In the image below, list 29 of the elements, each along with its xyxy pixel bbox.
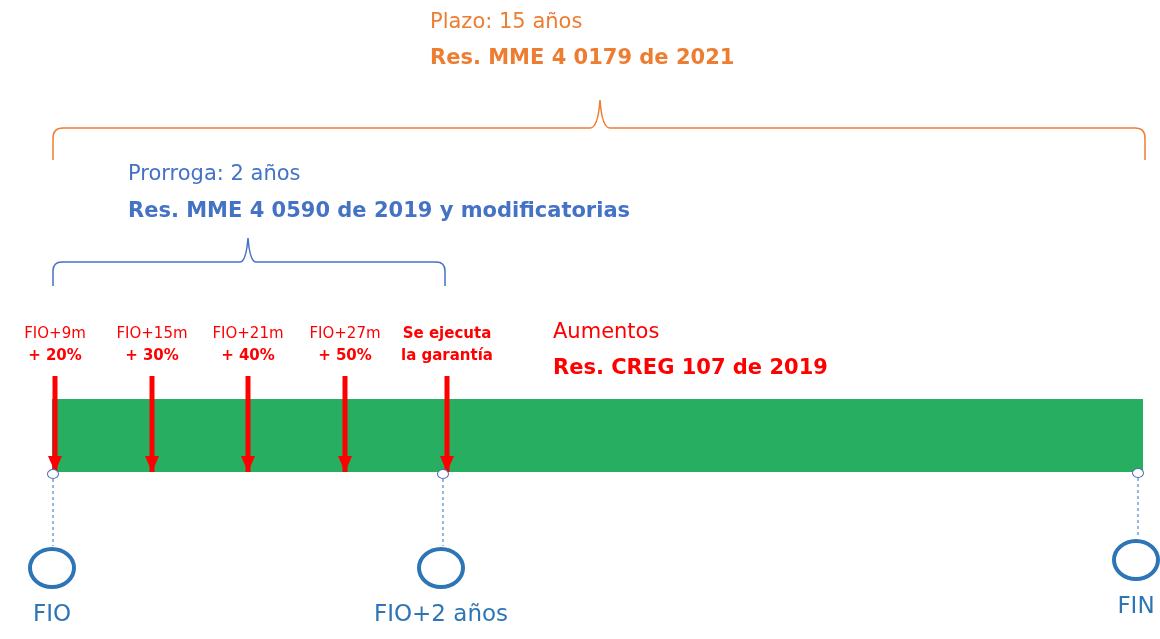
arrow (145, 376, 159, 472)
increase-label: + 40% (221, 345, 275, 366)
connector-line (442, 478, 444, 547)
connector-line (52, 478, 54, 547)
term-label: Plazo: 15 años (430, 8, 583, 34)
milestone-label: FIN (1116, 592, 1156, 618)
extension-label: Prorroga: 2 años (128, 160, 301, 186)
resolution-label: Res. CREG 107 de 2019 (553, 354, 828, 380)
timeline-bar (52, 399, 1143, 472)
time-label: FIO+15m (116, 323, 188, 344)
time-label: FIO+21m (212, 323, 284, 344)
timeline-point (437, 469, 449, 479)
time-label: FIO+9m (24, 323, 86, 344)
increase-label: + 20% (28, 345, 82, 366)
milestone-label: FIO (31, 600, 73, 626)
timeline-point (47, 469, 59, 479)
arrow (241, 376, 255, 472)
timeline-point (1132, 468, 1144, 478)
arrow (338, 376, 352, 472)
time-label: FIO+27m (309, 323, 381, 344)
resolution-label: Res. MME 4 0179 de 2021 (430, 44, 735, 70)
milestone-label: FIO+2 años (372, 600, 510, 626)
increase-label: + 30% (125, 345, 179, 366)
arrow (48, 376, 62, 472)
increases-label: Aumentos (553, 318, 660, 344)
increase-label: + 50% (318, 345, 372, 366)
arrow (440, 376, 454, 472)
resolution-label: Res. MME 4 0590 de 2019 y modificatorias (128, 197, 631, 223)
event-label: Se ejecuta la garantía (400, 323, 494, 366)
